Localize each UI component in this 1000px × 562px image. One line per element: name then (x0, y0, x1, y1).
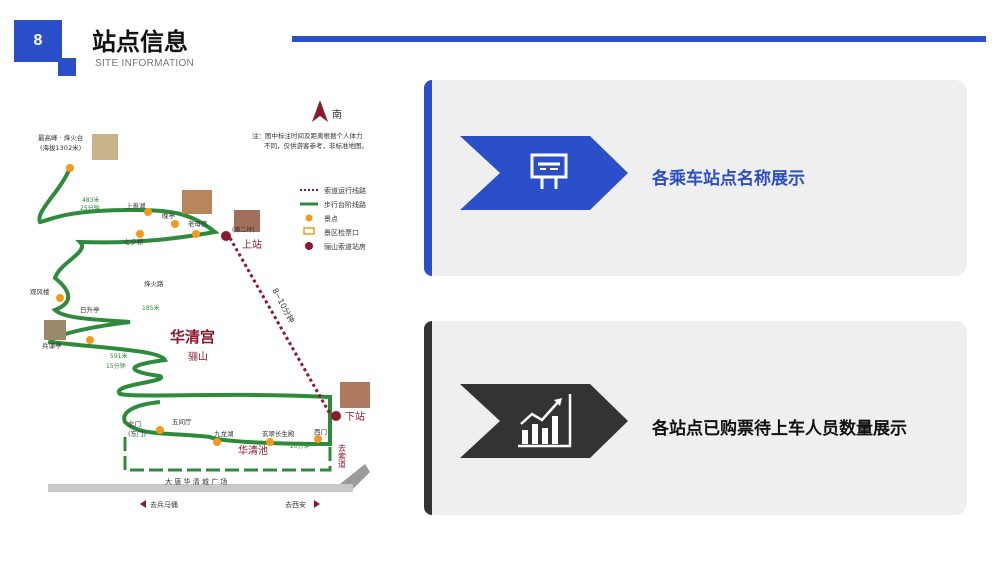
segment-label: 591米 (110, 352, 127, 360)
spot-label: 西门 (314, 427, 327, 436)
palace-label: 华清宫 (170, 328, 215, 346)
cable-route (228, 237, 332, 415)
segment-label: 25分钟 (80, 204, 100, 212)
lower-station-marker (331, 411, 341, 421)
segment-label: 15分钟 (106, 362, 126, 370)
section-number-badge: 8 (14, 20, 62, 62)
temple-photo (182, 190, 212, 214)
legend-gate: 景区检票口 (324, 228, 359, 237)
map-note-line1: 注：图中标注时间及距离根据个人体力 (252, 131, 363, 140)
summit-spot (66, 164, 74, 172)
plaza-road-inner (48, 484, 353, 492)
feature-card-ticket-counts: 各站点已购票待上车人员数量展示 (424, 321, 967, 515)
legend-spot: 景点 (324, 215, 338, 223)
card-label: 各乘车站点名称展示 (652, 169, 805, 189)
segment-label: 483米 (82, 196, 99, 204)
direction-cable-vertical: 去索道 (338, 443, 347, 469)
pavilion-photo (44, 320, 66, 340)
upper-station-marker (221, 231, 231, 241)
hot-spring-label: 华清池 (238, 444, 268, 457)
spot-label: (东门) (128, 429, 146, 438)
map-note-line2: 不同，仅供游客参考，非标准地图。 (264, 141, 368, 150)
direction-east: 去兵马俑 (150, 500, 178, 509)
spot-marker (314, 435, 322, 443)
lower-route (123, 437, 332, 472)
spot-marker (144, 208, 152, 216)
page-title: 站点信息 (92, 28, 188, 56)
station-photo (234, 210, 260, 232)
legend-walk: 步行台阶线路 (324, 200, 366, 209)
spot-marker (156, 426, 164, 434)
spot-marker (192, 230, 200, 238)
site-map: 大 唐 华 清 城 广 场 8~10分钟 上站 下站 最高峰 · 烽火台 (海拔… (20, 92, 400, 512)
sign-board-icon (530, 153, 568, 189)
walking-route (37, 167, 332, 447)
bar-chart-icon (518, 394, 572, 448)
spot-label: 烽火路 (144, 279, 164, 288)
card-accent-edge (424, 80, 432, 276)
legend-station: 骊山索道站房 (324, 242, 366, 251)
legend-cable: 索道运行线路 (324, 186, 366, 195)
spot-label: 观风楼 (30, 287, 50, 296)
feature-card-station-names: 各乘车站点名称展示 (424, 80, 967, 276)
direction-west: 去西安 (285, 500, 306, 509)
card-chevron (460, 384, 628, 458)
spot-label: 玄翠长生殿 (262, 429, 295, 438)
spot-label: 晚亭 (162, 211, 176, 220)
spot-label: (第二坪) (232, 226, 255, 234)
summit-label-line1: 最高峰 · 烽火台 (38, 133, 83, 142)
spot-label: 五间厅 (172, 418, 192, 426)
lower-station-label: 下站 (345, 410, 365, 423)
spot-marker (171, 220, 179, 228)
spot-label: 上善湖 (126, 201, 146, 210)
card-chevron (460, 136, 628, 210)
spot-label: 北门 (128, 419, 141, 428)
site-map-svg: 大 唐 华 清 城 广 场 8~10分钟 上站 下站 最高峰 · 烽火台 (海拔… (30, 100, 370, 509)
summit-photo (92, 134, 118, 160)
page-subtitle: SITE INFORMATION (95, 58, 195, 69)
spot-label: 七夕桥 (124, 237, 144, 246)
lower-station-photo (340, 382, 370, 408)
spot-label: 兵谏亭 (42, 341, 62, 350)
spot-label: 九龙湖 (214, 429, 234, 438)
card-accent-edge (424, 321, 432, 515)
compass-icon (312, 100, 328, 122)
mountain-label: 骊山 (188, 351, 208, 363)
spot-marker (266, 438, 274, 446)
arrow-left-icon (140, 500, 146, 508)
compass-label: 南 (332, 108, 342, 121)
spot-label: 老母宫 (188, 219, 208, 228)
spot-label: 日升亭 (80, 305, 100, 314)
spot-marker (136, 230, 144, 238)
section-number: 8 (33, 32, 43, 49)
summit-label-line2: (海拔1302米) (40, 143, 81, 152)
header-badge-accent (58, 58, 76, 76)
segment-label: 20分钟 (290, 442, 310, 450)
map-legend: 索道运行线路 步行台阶线路 景点 景区检票口 骊山索道站房 (300, 186, 366, 251)
segment-label: 185米 (142, 304, 159, 312)
arrow-right-icon (314, 500, 320, 508)
card-label: 各站点已购票待上车人员数量展示 (652, 419, 907, 439)
spot-marker (56, 294, 64, 302)
upper-station-label: 上站 (242, 238, 262, 251)
spot-marker (213, 438, 221, 446)
plaza-label: 大 唐 华 清 城 广 场 (165, 477, 227, 486)
spot-marker (86, 336, 94, 344)
title-divider (292, 36, 986, 42)
